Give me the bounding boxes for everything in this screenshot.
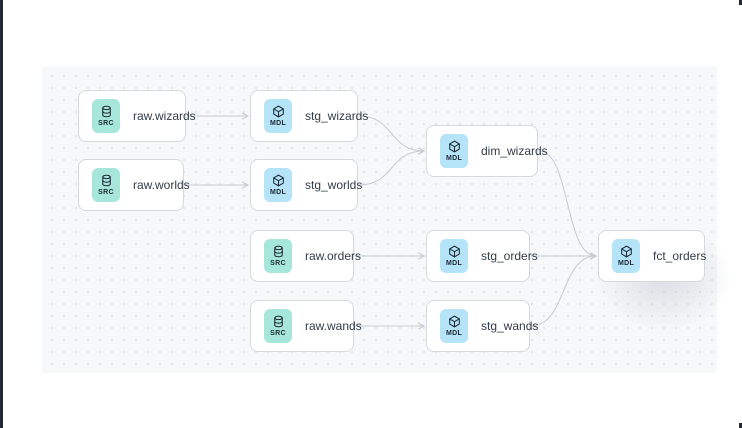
node-type-label: MDL bbox=[617, 260, 635, 267]
window-edge-left bbox=[0, 0, 3, 428]
node-type-badge: MDL bbox=[440, 309, 468, 343]
node-type-badge: MDL bbox=[440, 239, 468, 273]
cube-icon bbox=[272, 105, 284, 118]
node-type-badge: SRC bbox=[92, 168, 120, 202]
node-name: stg_wands bbox=[481, 319, 539, 333]
node-name: fct_orders bbox=[653, 249, 707, 263]
node-type-label: MDL bbox=[269, 189, 287, 196]
node-type-badge: MDL bbox=[440, 134, 468, 168]
node-stg_worlds[interactable]: MDL stg_worlds bbox=[250, 159, 362, 211]
node-type-label: MDL bbox=[269, 120, 287, 127]
node-type-badge: SRC bbox=[92, 99, 120, 133]
window-corner-mark-top-right bbox=[739, 0, 742, 5]
node-name: raw.worlds bbox=[133, 178, 190, 192]
node-name: dim_wizards bbox=[481, 144, 548, 158]
node-type-badge: MDL bbox=[264, 99, 292, 133]
node-type-label: SRC bbox=[98, 120, 114, 127]
node-name: stg_wizards bbox=[305, 109, 369, 123]
node-raw_worlds[interactable]: SRC raw.worlds bbox=[78, 159, 190, 211]
cube-icon bbox=[448, 245, 460, 258]
node-type-label: SRC bbox=[98, 189, 114, 196]
node-type-badge: SRC bbox=[264, 239, 292, 273]
node-stg_wands[interactable]: MDL stg_wands bbox=[426, 300, 538, 352]
node-raw_wands[interactable]: SRC raw.wands bbox=[250, 300, 362, 352]
node-stg_orders[interactable]: MDL stg_orders bbox=[426, 230, 538, 282]
node-name: raw.wizards bbox=[133, 109, 196, 123]
node-type-label: MDL bbox=[445, 260, 463, 267]
node-raw_orders[interactable]: SRC raw.orders bbox=[250, 230, 361, 282]
cube-icon bbox=[272, 174, 284, 187]
node-dim_wizards[interactable]: MDL dim_wizards bbox=[426, 125, 548, 177]
node-name: raw.wands bbox=[305, 319, 362, 333]
node-name: raw.orders bbox=[305, 249, 362, 263]
cube-icon bbox=[448, 315, 460, 328]
node-type-badge: MDL bbox=[264, 168, 292, 202]
node-type-label: MDL bbox=[445, 330, 463, 337]
database-icon bbox=[101, 105, 111, 118]
cube-icon bbox=[448, 140, 460, 153]
database-icon bbox=[101, 174, 111, 187]
node-type-badge: SRC bbox=[264, 309, 292, 343]
node-name: stg_orders bbox=[481, 249, 538, 263]
node-type-label: SRC bbox=[270, 260, 286, 267]
database-icon bbox=[273, 245, 283, 258]
node-type-label: MDL bbox=[445, 155, 463, 162]
window-corner-mark-bottom-right bbox=[739, 423, 742, 428]
cube-icon bbox=[620, 245, 632, 258]
node-raw_wizards[interactable]: SRC raw.wizards bbox=[78, 90, 196, 142]
node-type-badge: MDL bbox=[612, 239, 640, 273]
node-type-label: SRC bbox=[270, 330, 286, 337]
database-icon bbox=[273, 315, 283, 328]
node-stg_wizards[interactable]: MDL stg_wizards bbox=[250, 90, 368, 142]
node-fct_orders[interactable]: MDL fct_orders bbox=[598, 230, 707, 282]
node-name: stg_worlds bbox=[305, 178, 363, 192]
